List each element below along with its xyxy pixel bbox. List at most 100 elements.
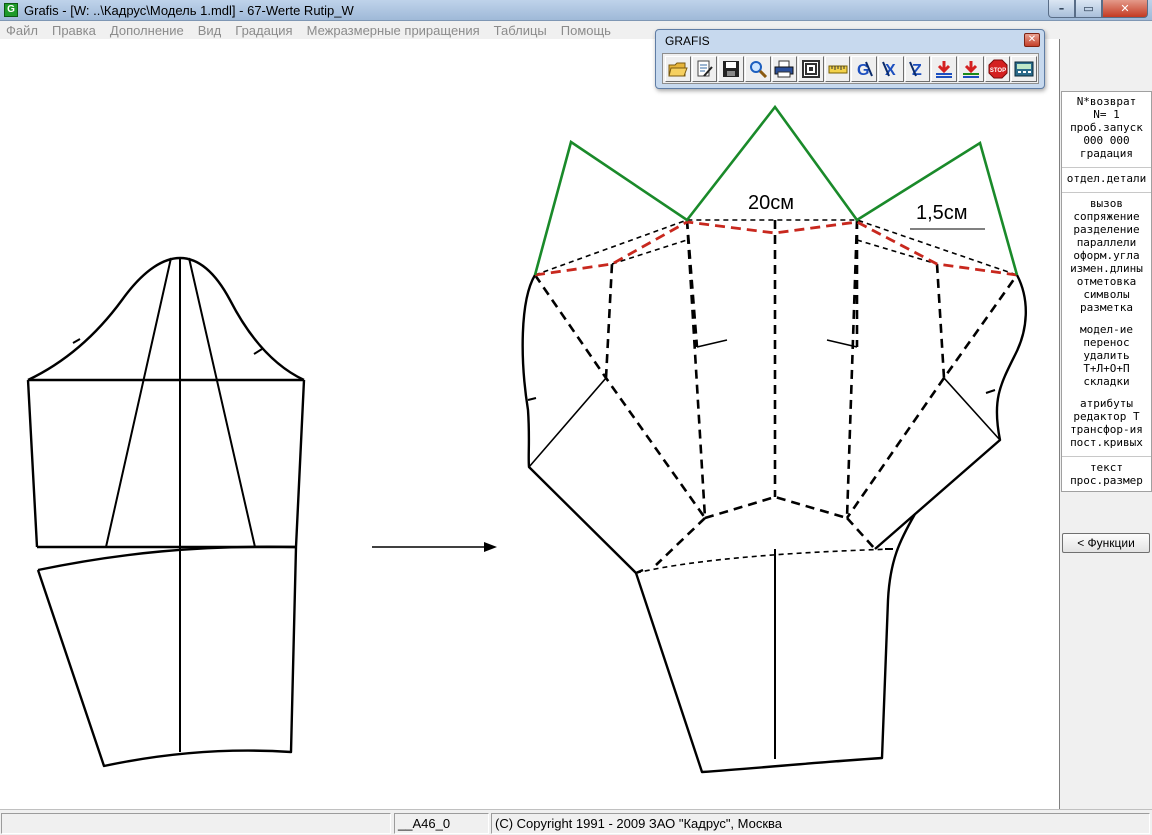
status-copyright: (C) Copyright 1991 - 2009 ЗАО "Кадрус", … <box>491 813 1150 834</box>
sleeve-upper-block <box>26 378 306 549</box>
modified-sleeve-lower <box>774 548 893 759</box>
menu-addons[interactable]: Дополнение <box>109 22 184 38</box>
export-button[interactable] <box>958 55 984 82</box>
ruler-icon <box>828 65 848 73</box>
stop-button[interactable]: STOP <box>984 55 1011 82</box>
func-change-length[interactable]: измен.длины <box>1070 262 1143 275</box>
toolbar-buttons: G X Z STOP <box>662 53 1039 84</box>
func-transform[interactable]: трансфор-ия <box>1070 423 1143 436</box>
open-button[interactable] <box>665 55 691 82</box>
ruler-button[interactable] <box>824 55 851 82</box>
modified-sleeve-notches <box>527 389 996 401</box>
sleeve-notches <box>72 338 263 355</box>
menu-file[interactable]: Файл <box>6 22 38 38</box>
calculator-icon <box>1014 61 1034 76</box>
separator <box>1062 160 1151 168</box>
func-attributes[interactable]: атрибуты <box>1080 397 1133 410</box>
close-button[interactable]: ✕ <box>1102 0 1148 18</box>
slash-dashed-lines <box>533 219 1019 566</box>
grafis-toolbar-window[interactable]: GRAFIS ✕ G X Z <box>655 29 1045 89</box>
func-modeling[interactable]: модел-ие <box>1080 323 1133 336</box>
func-split[interactable]: разделение <box>1073 223 1140 236</box>
grading-g-icon: G <box>857 61 874 78</box>
menu-tables[interactable]: Таблицы <box>493 22 547 38</box>
status-code: __А46_0 <box>394 813 489 834</box>
import-button[interactable] <box>931 55 958 82</box>
transform-arrow <box>372 542 497 552</box>
func-counter: 000 000 <box>1083 134 1130 147</box>
calculator-button[interactable] <box>1011 55 1037 82</box>
open-folder-icon <box>668 62 688 76</box>
menu-size-increments[interactable]: Межразмерные приращения <box>306 22 480 38</box>
status-bar: __А46_0 (C) Copyright 1991 - 2009 ЗАО "К… <box>0 809 1152 835</box>
maximize-button[interactable]: ▭ <box>1075 0 1102 18</box>
svg-text:G: G <box>857 62 869 78</box>
toolbar-close-button[interactable]: ✕ <box>1024 33 1040 47</box>
func-parallels[interactable]: параллели <box>1076 236 1137 249</box>
cap-dashed-lines <box>534 219 1018 574</box>
grading-x-button[interactable]: X <box>878 55 904 82</box>
svg-text:STOP: STOP <box>989 68 1005 74</box>
layers-button[interactable] <box>798 55 824 82</box>
save-disk-icon <box>723 60 740 77</box>
func-test-run[interactable]: проб.запуск <box>1070 121 1143 134</box>
func-return[interactable]: N*возврат <box>1076 95 1137 108</box>
stop-icon: STOP <box>988 59 1007 78</box>
menu-help[interactable]: Помощь <box>560 22 611 38</box>
separator <box>1062 185 1151 193</box>
sleeve-slash-lines <box>105 257 256 752</box>
minimize-button[interactable]: – <box>1048 0 1075 18</box>
modified-sleeve-inner-lines <box>528 339 1001 468</box>
func-transfer[interactable]: перенос <box>1083 336 1130 349</box>
function-panel: N*возврат N= 1 проб.запуск 000 000 града… <box>1059 39 1152 809</box>
grading-g-button[interactable]: G <box>851 55 878 82</box>
func-build-curves[interactable]: пост.кривых <box>1070 436 1143 449</box>
green-insert-triangles <box>533 104 1019 276</box>
func-conjugation[interactable]: сопряжение <box>1073 210 1140 223</box>
grading-x-icon: X <box>882 61 896 78</box>
func-grading[interactable]: градация <box>1080 147 1133 160</box>
func-tlop[interactable]: Т+Л+О+П <box>1083 362 1130 375</box>
menu-edit[interactable]: Правка <box>51 22 96 38</box>
export-arrow-icon <box>962 60 979 78</box>
spacer <box>1062 314 1151 323</box>
func-call[interactable]: вызов <box>1089 197 1124 210</box>
import-arrow-icon <box>936 60 953 78</box>
func-simple-size[interactable]: прос.размер <box>1070 474 1143 487</box>
func-layout[interactable]: разметка <box>1080 301 1133 314</box>
layers-icon <box>802 59 821 78</box>
spacer <box>1062 388 1151 397</box>
menu-grading[interactable]: Градация <box>235 22 293 38</box>
func-corner-design[interactable]: оформ.угла <box>1073 249 1140 262</box>
window-controls: – ▭ ✕ <box>1048 0 1148 18</box>
func-text-editor[interactable]: редактор Т <box>1073 410 1140 423</box>
menu-bar: Файл Правка Дополнение Вид Градация Межр… <box>0 21 1152 39</box>
status-empty <box>1 813 391 834</box>
grading-z-icon: Z <box>908 61 922 78</box>
function-list: N*возврат N= 1 проб.запуск 000 000 града… <box>1061 91 1152 492</box>
menu-view[interactable]: Вид <box>197 22 222 38</box>
svg-text:Z: Z <box>912 62 922 78</box>
pattern-drawing: 20см 1,5см <box>26 104 1027 774</box>
separator <box>1062 449 1151 457</box>
zoom-button[interactable] <box>744 55 771 82</box>
dimension-15cm-label: 1,5см <box>916 202 968 224</box>
save-button[interactable] <box>718 55 744 82</box>
printer-icon <box>774 60 794 77</box>
func-delete[interactable]: удалить <box>1083 349 1130 362</box>
grading-z-button[interactable]: Z <box>904 55 931 82</box>
func-text[interactable]: текст <box>1089 461 1124 474</box>
title-bar: G Grafis - [W: ..\Кадрус\Модель 1.mdl] -… <box>0 0 1152 21</box>
func-symbols[interactable]: символы <box>1083 288 1130 301</box>
modified-sleeve-outline <box>521 274 1027 774</box>
func-separate-details[interactable]: отдел.детали <box>1066 172 1147 185</box>
print-button[interactable] <box>771 55 798 82</box>
drawing-canvas[interactable]: 20см 1,5см <box>0 39 1059 809</box>
func-marking[interactable]: отметовка <box>1076 275 1137 288</box>
app-icon: G <box>4 3 18 17</box>
func-pleats[interactable]: складки <box>1083 375 1130 388</box>
svg-text:X: X <box>885 62 896 78</box>
edit-document-button[interactable] <box>691 55 718 82</box>
toolbar-title: GRAFIS <box>665 34 710 48</box>
functions-button[interactable]: < Функции <box>1062 533 1150 553</box>
